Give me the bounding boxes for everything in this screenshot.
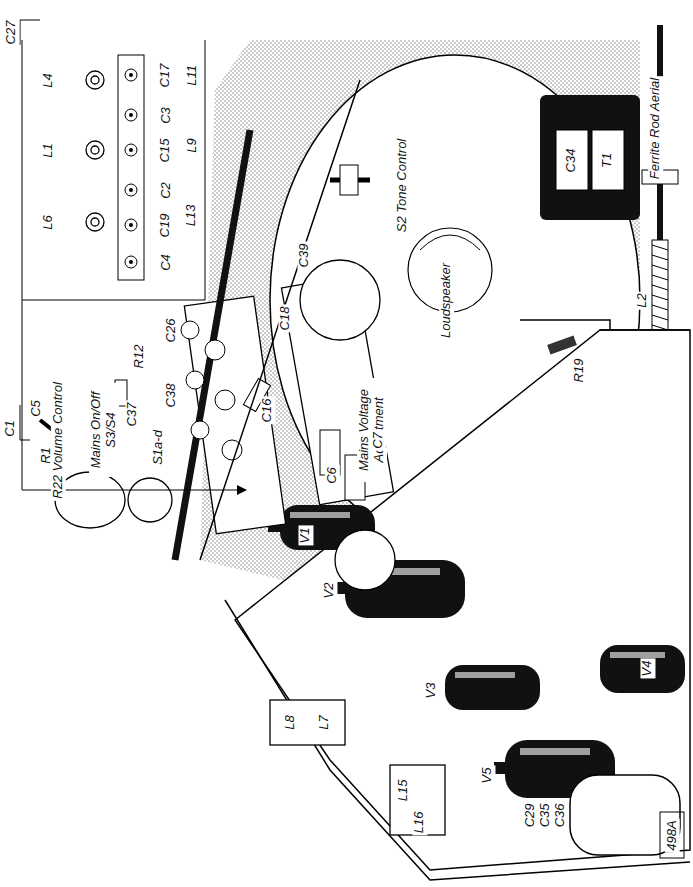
if-can (390, 765, 445, 835)
part-label: C29 C35 C36 (523, 798, 568, 832)
inset-frame (22, 40, 205, 300)
part-label: C39 (298, 241, 313, 269)
part-label: S1a-d (151, 428, 166, 467)
part-label: C17 (159, 61, 174, 89)
leader-line (20, 20, 40, 45)
part-label: C5 (29, 398, 44, 419)
trimmer (186, 371, 204, 389)
part-label: V2 (323, 580, 338, 600)
gang-drum (335, 530, 395, 590)
part-label: R19 (573, 356, 588, 384)
part-label: L11 (185, 63, 200, 88)
coil-cores (86, 71, 104, 231)
figure-number-box (660, 812, 684, 858)
chassis-flange (225, 600, 690, 880)
chassis-edge (600, 329, 690, 331)
part-label: R12 (133, 342, 148, 370)
switch-shaft (175, 130, 250, 560)
mains-switch (128, 478, 172, 522)
part-label: Mains On/Off S3/S4 (89, 383, 119, 477)
part-label: 498A (665, 818, 680, 852)
part-label: L15 (397, 777, 412, 803)
part-label: T1 (601, 150, 616, 169)
part-label: C18 (279, 304, 294, 332)
part-label: V3 (425, 680, 440, 700)
part-label: L4 (41, 71, 56, 89)
part-label: L9 (185, 136, 200, 154)
part-label: C37 (126, 400, 141, 428)
part-label: C16 (261, 396, 276, 424)
part-label: L2 (635, 291, 650, 309)
part-label: V4 (641, 658, 656, 678)
part-label: C2 (159, 180, 174, 201)
chassis-front (200, 80, 360, 560)
trimmer (191, 421, 209, 439)
part-label: R1 (39, 445, 54, 466)
part-label: C26 (165, 316, 180, 344)
part-label: Loudspeaker (440, 260, 455, 339)
if-can (270, 700, 345, 745)
part-label: V1 (299, 525, 314, 545)
part-label: Ferrite Rod Aerial (649, 75, 664, 180)
transformer-plate (556, 130, 588, 190)
valve (445, 665, 540, 710)
coil-winding (652, 245, 668, 340)
part-label: C6 (325, 465, 340, 486)
part-label: C38 (165, 381, 180, 409)
gang-drum (300, 260, 380, 340)
part-label: C27 (5, 18, 20, 46)
valve (600, 645, 685, 693)
part-label: V5 (481, 765, 496, 785)
part-label: S2 Tone Control (396, 136, 411, 233)
part-label: C19 (159, 211, 174, 239)
transformer (540, 95, 640, 220)
tone-switch (340, 165, 358, 195)
part-label: R22 Volume Control (51, 380, 66, 501)
part-label: C1 (3, 418, 18, 439)
part-label: C3 (159, 105, 174, 126)
part-label: L7 (317, 713, 332, 731)
transformer-plate (592, 130, 624, 190)
part-label: L8 (283, 713, 298, 731)
part-label: L6 (41, 213, 56, 231)
part-label: L13 (185, 202, 200, 228)
loudspeaker-cone-arc (420, 235, 480, 250)
trimmer (205, 340, 225, 360)
trimmer-screws (129, 73, 133, 264)
trimmer (215, 390, 235, 410)
part-label: C15 (159, 136, 174, 164)
trimmer-strip (118, 55, 144, 280)
part-label: C34 (565, 146, 580, 174)
trimmer-screws (125, 69, 137, 268)
electrolytic-can (570, 775, 680, 855)
part-label: C7 (371, 430, 386, 451)
trimmer (181, 321, 199, 339)
part-label: L1 (41, 141, 56, 159)
part-label: L16 (413, 809, 428, 835)
part-label: C4 (159, 252, 174, 273)
